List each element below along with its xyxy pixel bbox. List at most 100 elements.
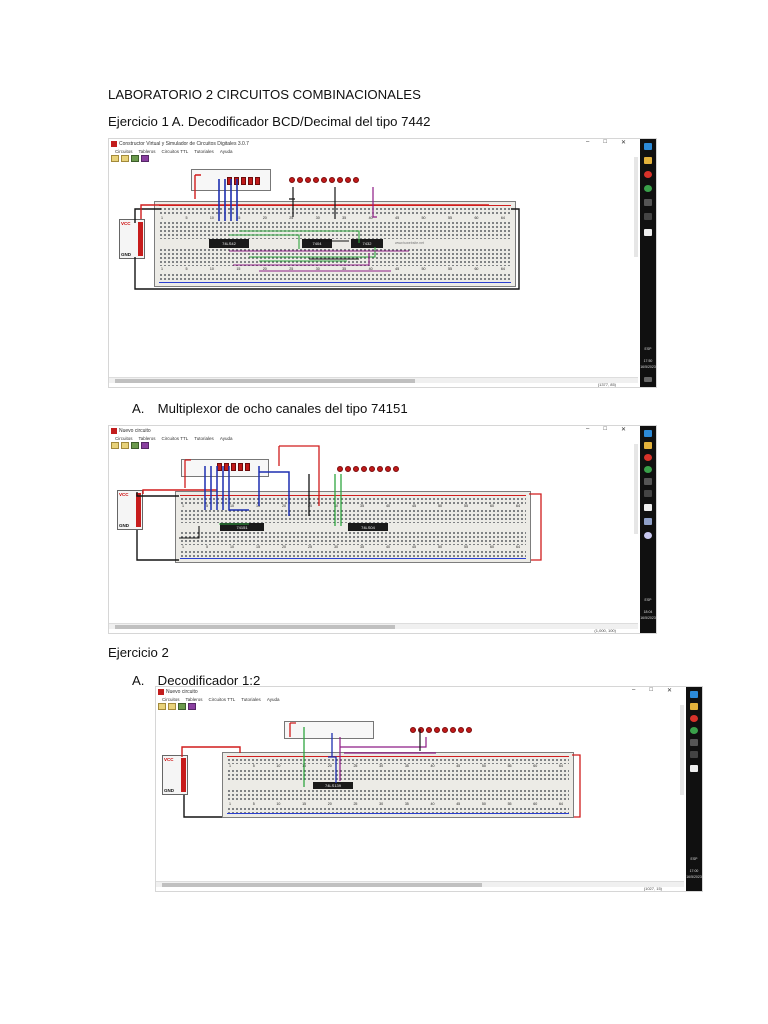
app-icon[interactable] [644,490,652,497]
power-rail-negative [159,282,511,283]
menu-ayuda[interactable]: Ayuda [219,436,233,441]
cursor-coordinates: (1377, 85) [597,382,616,387]
file-explorer-icon[interactable] [690,703,698,710]
simulator-taskbar-icon[interactable] [644,229,652,236]
menu-circuitos[interactable]: Circuitos [115,149,133,154]
app-icon[interactable] [644,199,652,206]
palette-icon[interactable] [141,442,149,449]
opera-icon[interactable] [644,454,652,461]
menu-tableros[interactable]: Tableros [138,436,156,441]
app-icon[interactable] [644,532,652,539]
output-leds [289,177,359,183]
file-explorer-icon[interactable] [644,442,652,449]
app-icon[interactable] [690,751,698,758]
power-switch[interactable] [181,758,186,792]
file-explorer-icon[interactable] [644,157,652,164]
windows-start-icon[interactable] [644,143,652,150]
menu-circuitos[interactable]: Circuitos [115,436,133,441]
menu-ayuda[interactable]: Ayuda [219,149,233,154]
palette-icon[interactable] [141,155,149,162]
chrome-icon[interactable] [690,727,698,734]
power-switch[interactable] [136,493,141,527]
minimize-button[interactable]: – [632,687,636,693]
output-led [369,466,375,472]
menu-tutoriales[interactable]: Tutoriales [241,697,261,702]
vertical-scrollbar[interactable] [634,157,638,257]
palette-icon[interactable] [188,703,196,710]
output-led [361,466,367,472]
menu-circuitos-ttl[interactable]: Circuitos TTL [161,436,189,441]
switch-led [238,463,243,471]
app-icon[interactable] [644,478,652,485]
open-folder-icon[interactable] [121,155,129,162]
maximize-button[interactable]: □ [603,426,607,432]
gnd-label: GND [119,523,129,528]
chrome-icon[interactable] [644,185,652,192]
exercise1-heading: Ejercicio 1 A. Decodificador BCD/Decimal… [108,114,431,129]
chip-7432[interactable]: 7432 [351,239,383,248]
output-led [337,466,343,472]
maximize-button[interactable]: □ [603,139,607,145]
save-icon[interactable] [131,442,139,449]
open-folder-icon[interactable] [168,703,176,710]
minimize-button[interactable]: – [586,139,590,145]
windows-start-icon[interactable] [644,430,652,437]
opera-icon[interactable] [690,715,698,722]
vertical-scrollbar[interactable] [634,444,638,534]
window-titlebar: Nuevo circuito [109,426,656,436]
close-button[interactable]: ✕ [620,140,626,146]
exercise2-heading: Ejercicio 2 [108,645,169,660]
power-switch[interactable] [138,222,143,256]
app-icon[interactable] [644,518,652,525]
simulator-taskbar-icon[interactable] [644,504,652,511]
menu-circuitos-ttl[interactable]: Circuitos TTL [161,149,189,154]
open-folder-icon[interactable] [121,442,129,449]
power-supply[interactable]: VCC GND [162,755,188,795]
horizontal-scrollbar[interactable] [156,881,684,887]
rail-holes [180,497,526,504]
power-supply[interactable]: VCC GND [119,219,145,259]
input-switches[interactable] [284,721,374,739]
maximize-button[interactable]: □ [649,687,653,693]
menu-circuitos[interactable]: Circuitos [162,697,180,702]
menu-tableros[interactable]: Tableros [138,149,156,154]
window-title: Constructor Virtual y Simulador de Circu… [119,141,249,147]
save-icon[interactable] [131,155,139,162]
chip-74151[interactable]: 74151 [220,523,264,531]
menu-tutoriales[interactable]: Tutoriales [194,149,214,154]
chrome-icon[interactable] [644,466,652,473]
chip-7404[interactable]: 7404 [302,239,332,248]
close-button[interactable]: ✕ [666,688,672,694]
toolbar [158,703,196,710]
chip-74ls04[interactable]: 74LS04 [348,523,388,531]
horizontal-scrollbar[interactable] [109,623,638,629]
new-file-icon[interactable] [158,703,166,710]
menu-tutoriales[interactable]: Tutoriales [194,436,214,441]
new-file-icon[interactable] [111,442,119,449]
notification-icon[interactable] [644,377,652,382]
output-led [321,177,327,183]
output-led [353,466,359,472]
switch-led [245,463,250,471]
output-led [466,727,472,733]
save-icon[interactable] [178,703,186,710]
menu-bar: Circuitos Tableros Circuitos TTL Tutoria… [115,149,233,154]
minimize-button[interactable]: – [586,426,590,432]
vertical-scrollbar[interactable] [680,705,684,795]
app-icon[interactable] [690,739,698,746]
close-button[interactable]: ✕ [620,427,626,433]
app-icon[interactable] [644,213,652,220]
windows-start-icon[interactable] [690,691,698,698]
simulator-taskbar-icon[interactable] [690,765,698,772]
chip-74ls139[interactable]: 74LS139 [313,782,353,789]
app-icon [111,428,117,434]
menu-circuitos-ttl[interactable]: Circuitos TTL [208,697,236,702]
menu-tableros[interactable]: Tableros [185,697,203,702]
menu-ayuda[interactable]: Ayuda [266,697,280,702]
chip-74ls42[interactable]: 74LS42 [209,239,249,248]
opera-icon[interactable] [644,171,652,178]
new-file-icon[interactable] [111,155,119,162]
horizontal-scrollbar[interactable] [109,377,638,383]
rail-holes [180,550,526,557]
